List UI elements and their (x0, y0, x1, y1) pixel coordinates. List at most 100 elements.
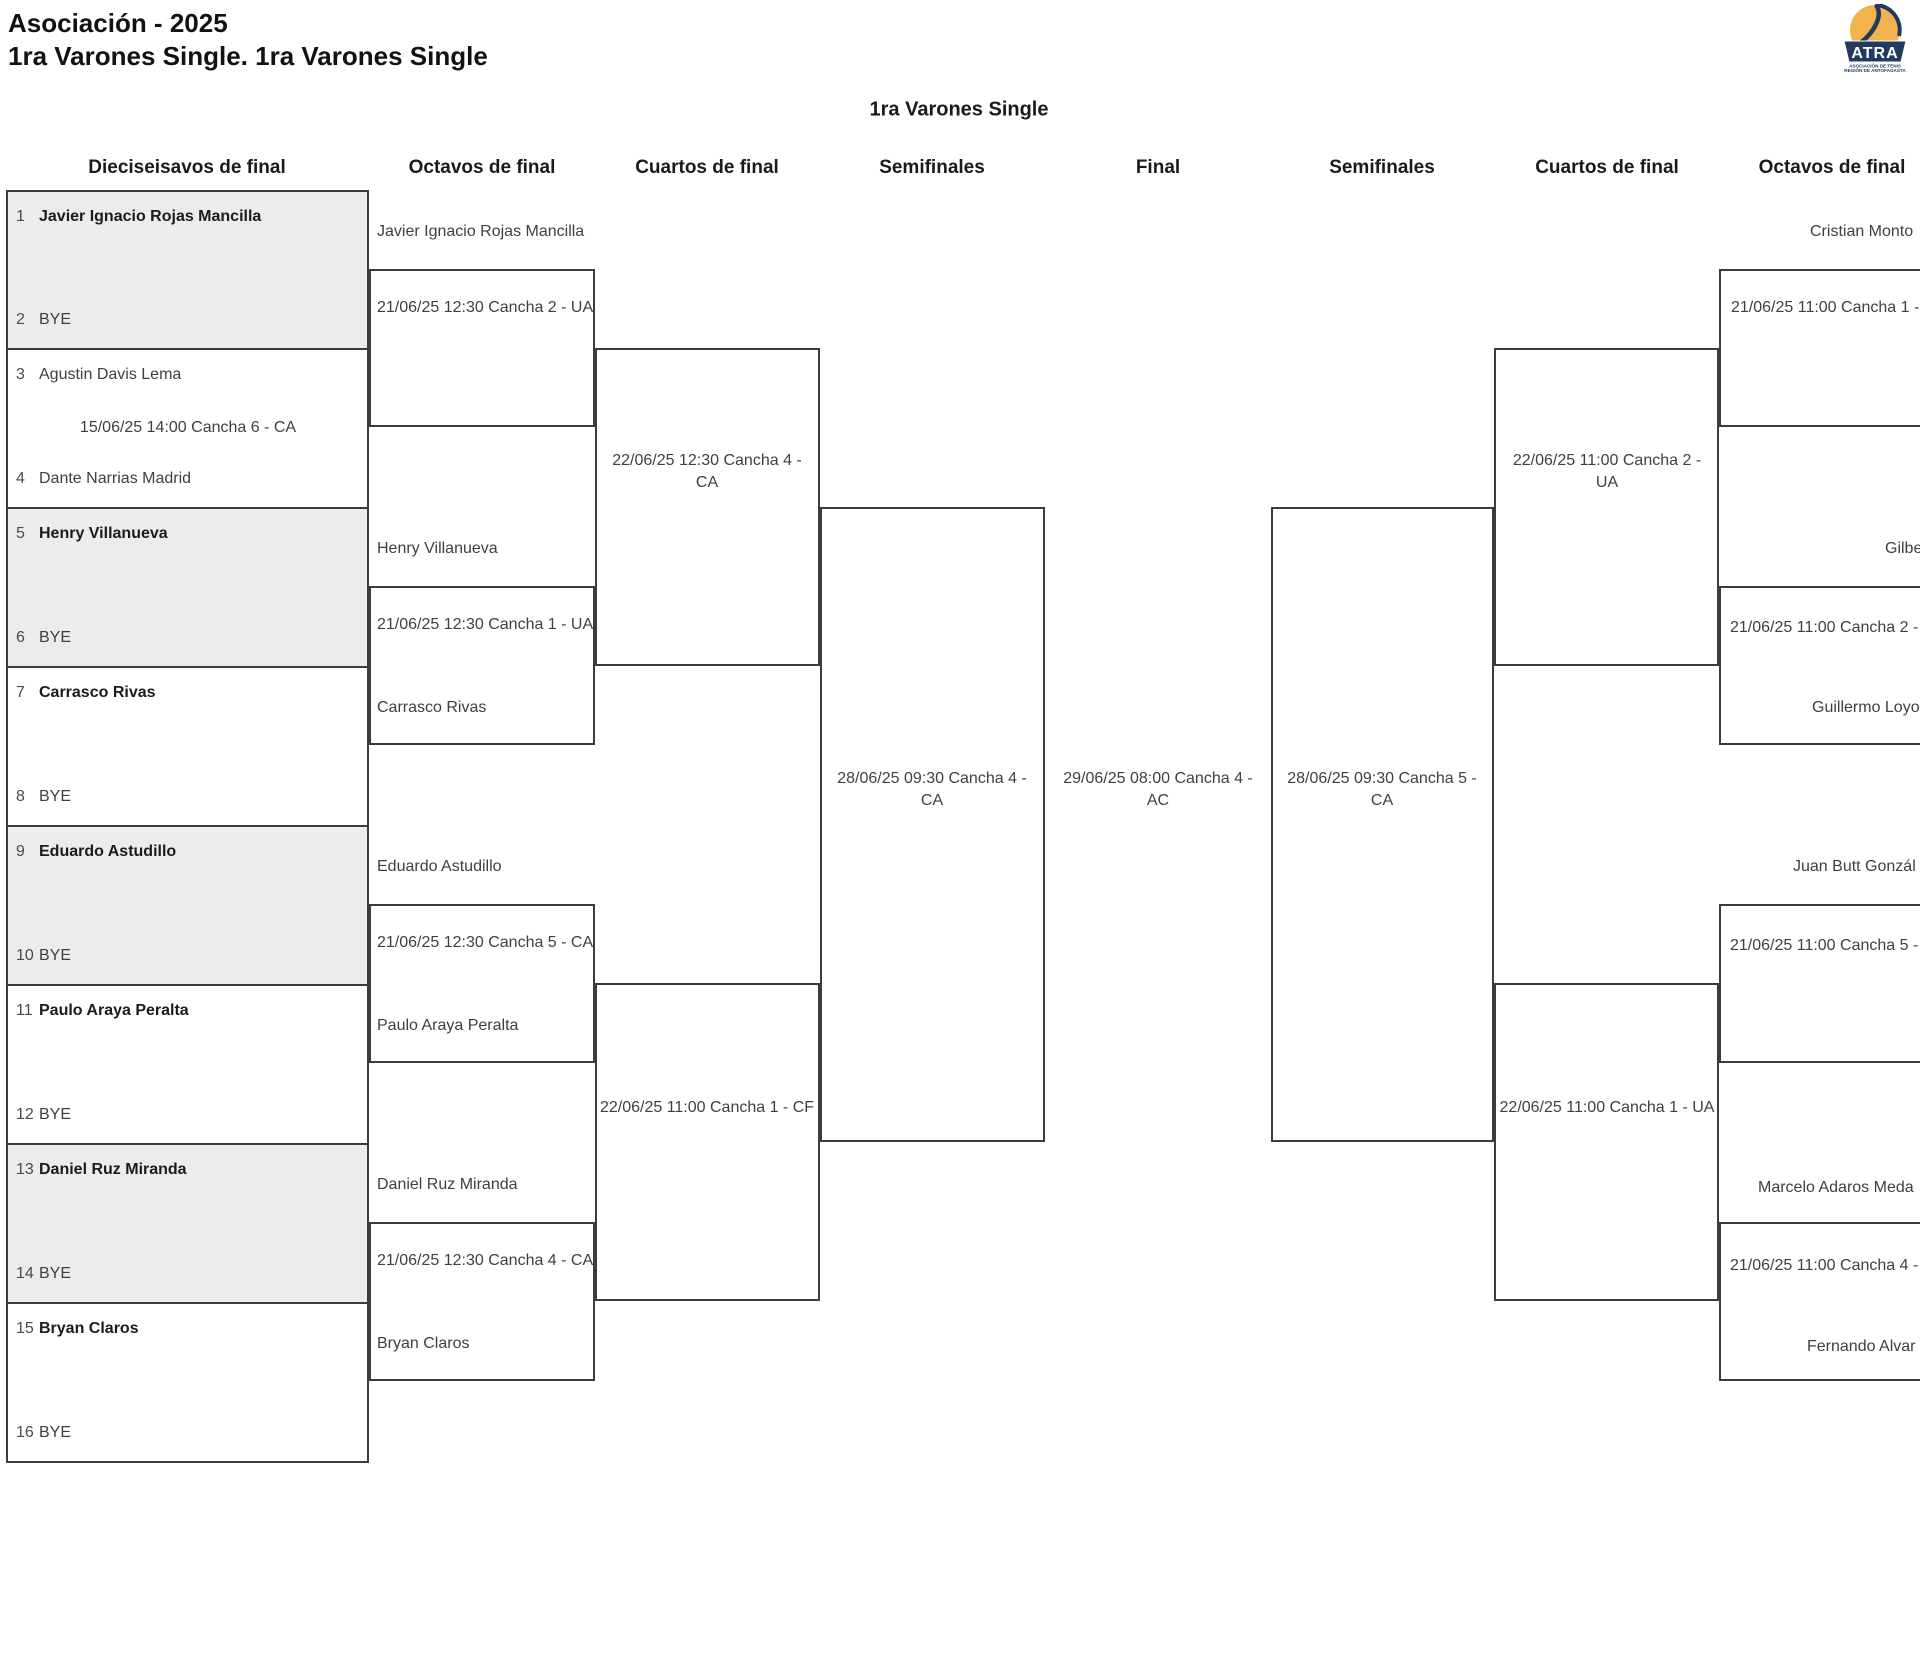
player-seed: 4 (16, 470, 25, 487)
player-seed: 5 (16, 525, 25, 542)
qf-right-box-2 (1494, 983, 1719, 1301)
player-name: BYE (39, 311, 72, 328)
player-seed: 1 (16, 208, 25, 225)
player-name: Bryan Claros (39, 1320, 139, 1337)
r16-right-box-2 (1719, 586, 1920, 745)
player-seed: 9 (16, 843, 25, 860)
advanced-player-name: Paulo Araya Peralta (377, 1017, 519, 1034)
player-seed: 11 (16, 1002, 33, 1019)
player-name: Henry Villanueva (39, 525, 168, 542)
round-header-octavos-left: Octavos de final (408, 157, 556, 178)
match-date: 22/06/25 12:30 Cancha 4 - (612, 452, 802, 469)
qf-left-box-2 (595, 983, 820, 1301)
player-row: 10 BYE (16, 946, 71, 966)
player-seed: 6 (16, 629, 25, 646)
player-name: Eduardo Astudillo (39, 843, 177, 860)
player-row: 9 Eduardo Astudillo (16, 842, 176, 862)
round-header-final: Final (1135, 157, 1181, 178)
qf-left-box-1 (595, 348, 820, 666)
player-row: 6 BYE (16, 628, 71, 648)
advanced-player-name: Guillermo Loyo (1812, 699, 1920, 716)
match-date: 21/06/25 11:00 Cancha 4 - C (1730, 1257, 1920, 1274)
player-name: BYE (39, 1424, 72, 1441)
match-date: 21/06/25 11:00 Cancha 5 - C (1730, 937, 1920, 954)
match-date: 21/06/25 11:00 Cancha 2 - U (1730, 619, 1920, 636)
r16-left-box-2 (369, 586, 595, 745)
player-name: BYE (39, 1265, 72, 1282)
r16-left-box-1 (369, 269, 595, 427)
player-seed: 8 (16, 788, 25, 805)
match-date-final: 29/06/25 08:00 Cancha 4 - (1063, 770, 1253, 787)
r16-left-box-3 (369, 904, 595, 1063)
player-seed: 16 (16, 1424, 34, 1441)
player-row: 7 Carrasco Rivas (16, 683, 156, 703)
qf-right-box-1 (1494, 348, 1719, 666)
player-name: BYE (39, 947, 72, 964)
match-date: 22/06/25 11:00 Cancha 1 - UA (1499, 1099, 1715, 1116)
round-header-octavos-right: Octavos de final (1758, 157, 1906, 178)
player-row: 11 Paulo Araya Peralta (16, 1001, 189, 1021)
svg-text:ATRA: ATRA (1851, 45, 1898, 62)
player-name: Daniel Ruz Miranda (39, 1161, 187, 1178)
match-date: CA (920, 792, 944, 809)
sf-right-box (1271, 507, 1494, 1142)
bracket-title: 1ra Varones Single (869, 98, 1049, 121)
player-row: 13 Daniel Ruz Miranda (16, 1160, 187, 1180)
r16-right-box-1 (1719, 269, 1920, 427)
advanced-player-name: Juan Butt Gonzál (1793, 858, 1916, 875)
player-seed: 7 (16, 684, 25, 701)
player-name: Paulo Araya Peralta (39, 1002, 189, 1019)
player-seed: 3 (16, 366, 25, 383)
match-date: 28/06/25 09:30 Cancha 5 - (1287, 770, 1477, 787)
sf-left-box (820, 507, 1045, 1142)
round-header-dieciseisavos: Dieciseisavos de final (88, 157, 286, 178)
advanced-player-name: Carrasco Rivas (377, 699, 487, 716)
round-header-semifinales-right: Semifinales (1329, 157, 1435, 178)
player-name: BYE (39, 629, 72, 646)
match-date: UA (1595, 474, 1619, 491)
r32-box-1 (6, 190, 369, 350)
match-date: 21/06/25 12:30 Cancha 2 - UA (377, 299, 594, 316)
svg-text:ASOCIACIÓN DE TENIS: ASOCIACIÓN DE TENIS (1849, 62, 1901, 69)
player-row: 2 BYE (16, 310, 71, 330)
player-name: BYE (39, 788, 72, 805)
atra-logo: ATRA ASOCIACIÓN DE TENIS REGIÓN DE ANTOF… (1841, 3, 1909, 73)
r16-right-box-4 (1719, 1222, 1920, 1381)
round-header-cuartos-left: Cuartos de final (635, 157, 779, 178)
player-seed: 15 (16, 1320, 34, 1337)
match-date-final: AC (1146, 792, 1170, 809)
player-row: 8 BYE (16, 787, 71, 807)
r32-box-2 (6, 348, 369, 509)
player-name: Dante Narrias Madrid (39, 470, 192, 487)
advanced-player-name: Fernando Alvar (1807, 1338, 1916, 1355)
r32-box-8 (6, 1302, 369, 1463)
player-name: Agustin Davis Lema (39, 366, 182, 383)
advanced-player-name: Marcelo Adaros Meda (1758, 1179, 1914, 1196)
tournament-title: Asociación - 2025 (8, 8, 228, 38)
category-subtitle: 1ra Varones Single. 1ra Varones Single (8, 41, 488, 71)
player-seed: 14 (16, 1265, 34, 1282)
player-row: 4 Dante Narrias Madrid (16, 469, 191, 489)
r16-left-box-4 (369, 1222, 595, 1381)
match-date: CA (695, 474, 719, 491)
player-seed: 2 (16, 311, 25, 328)
page-title: Asociación - 2025 1ra Varones Single. 1r… (8, 7, 488, 73)
round-header-semifinales-left: Semifinales (879, 157, 985, 178)
player-seed: 12 (16, 1106, 34, 1123)
player-row: 1 Javier Ignacio Rojas Mancilla (16, 207, 261, 227)
match-date: 15/06/25 14:00 Cancha 6 - CA (79, 419, 297, 436)
player-seed: 13 (16, 1161, 34, 1178)
player-name: Carrasco Rivas (39, 684, 156, 701)
svg-text:REGIÓN DE ANTOFAGASTA: REGIÓN DE ANTOFAGASTA (1844, 66, 1906, 72)
round-header-cuartos-right: Cuartos de final (1535, 157, 1679, 178)
tennis-ball-icon: ATRA ASOCIACIÓN DE TENIS REGIÓN DE ANTOF… (1843, 3, 1907, 73)
advanced-player-name: Henry Villanueva (377, 540, 498, 557)
player-row: 16 BYE (16, 1423, 71, 1443)
advanced-player-name: Cristian Monto (1810, 223, 1914, 240)
match-date: 28/06/25 09:30 Cancha 4 - (837, 770, 1027, 787)
match-date: 21/06/25 11:00 Cancha 1 - C (1731, 299, 1920, 316)
advanced-player-name: Eduardo Astudillo (377, 858, 502, 875)
player-name: Javier Ignacio Rojas Mancilla (39, 208, 262, 225)
match-date: 21/06/25 12:30 Cancha 4 - CA (377, 1252, 594, 1269)
player-seed: 10 (16, 947, 34, 964)
